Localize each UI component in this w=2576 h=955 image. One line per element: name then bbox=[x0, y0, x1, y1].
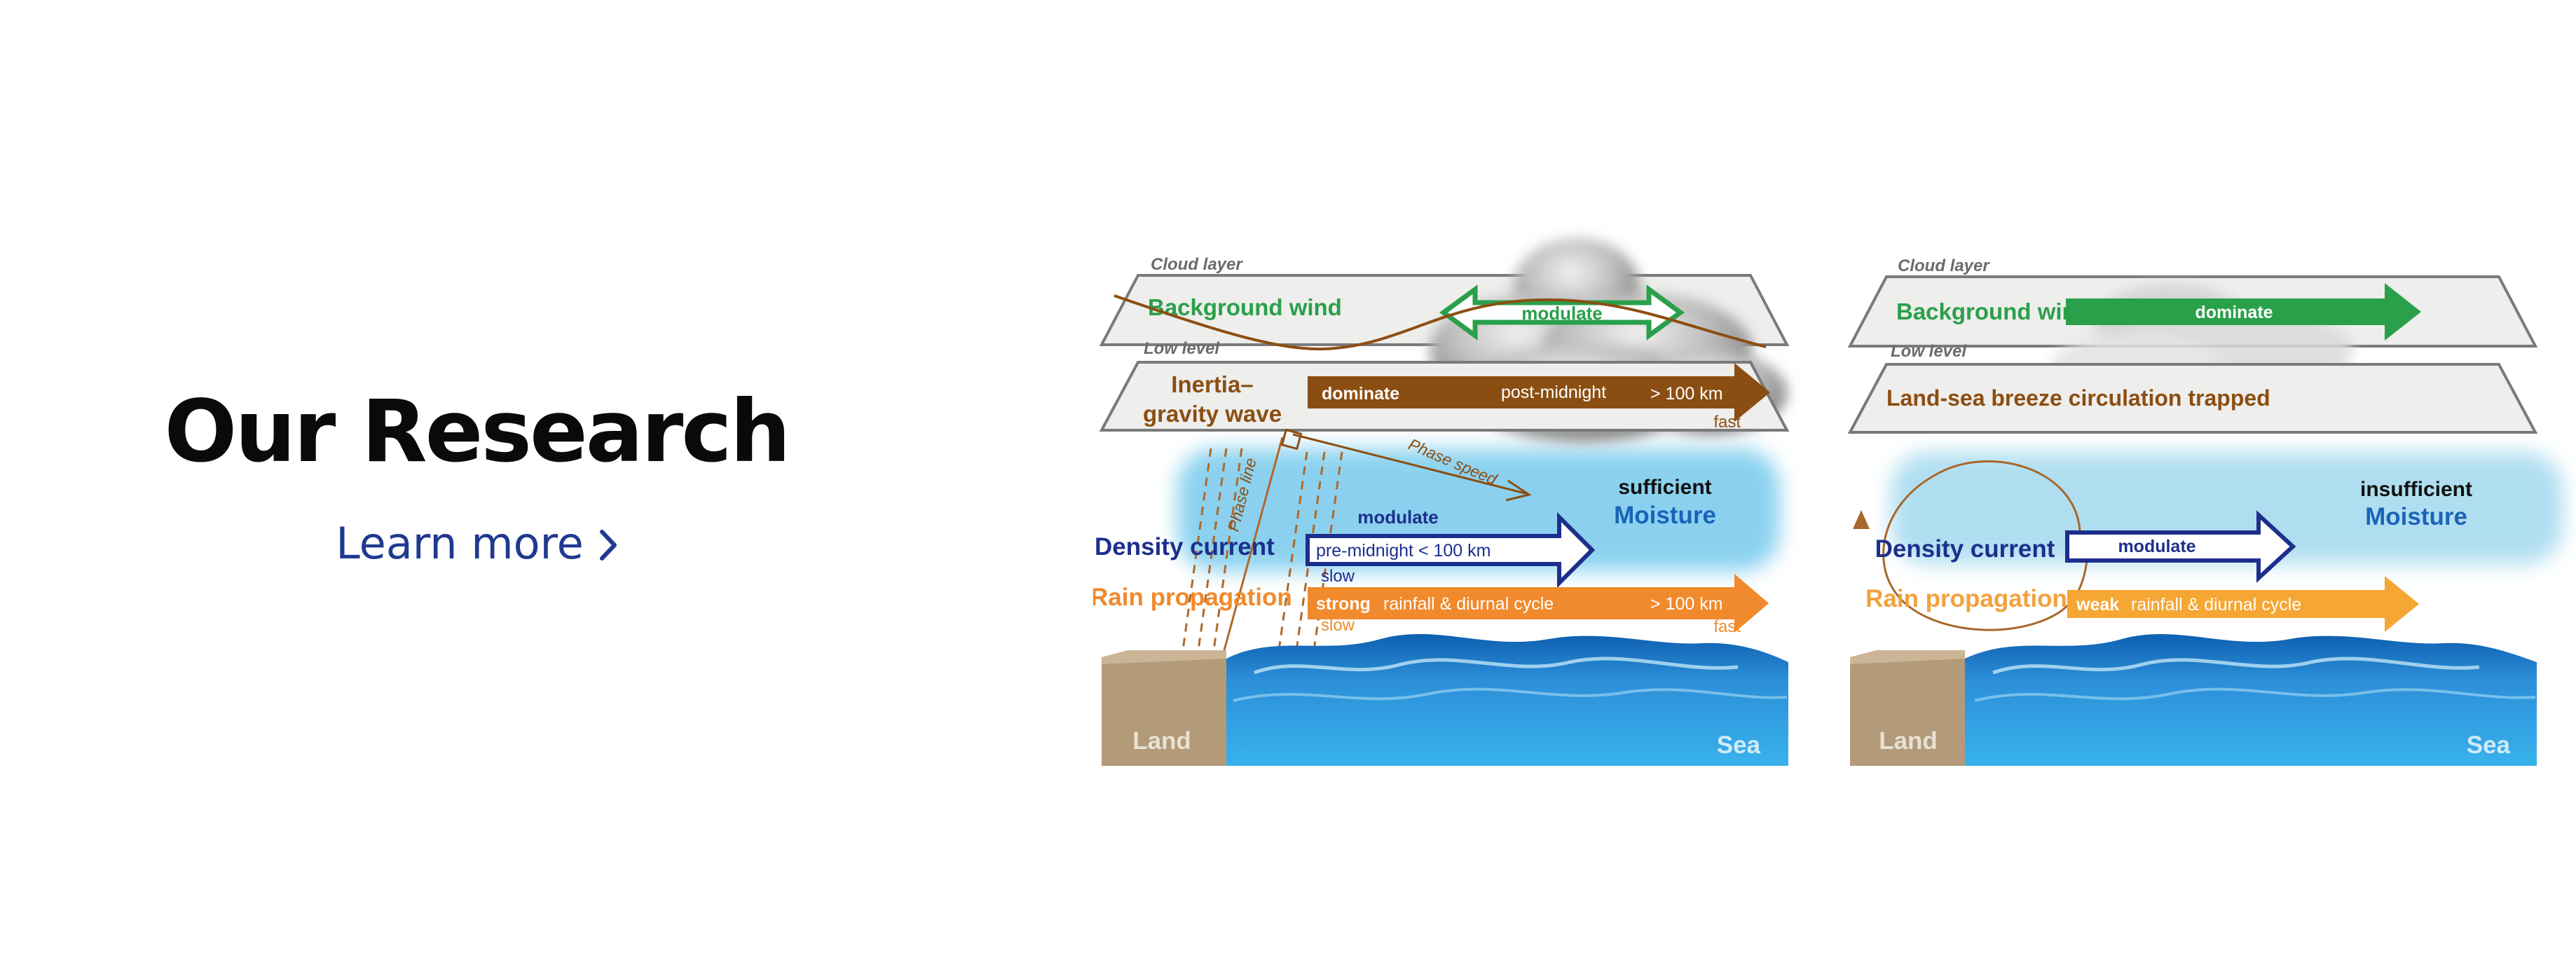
sea-block: Sea bbox=[1965, 633, 2537, 766]
igw-fast-label: fast bbox=[1713, 413, 1741, 432]
moisture-state-label: sufficient bbox=[1618, 476, 1711, 499]
moisture-label: Moisture bbox=[1614, 502, 1716, 529]
phase-speed-arrow bbox=[1292, 433, 1528, 495]
panel-left: Cloud layer Background wind modulate Low… bbox=[1093, 238, 1790, 766]
land-block: Land bbox=[1102, 650, 1226, 766]
chevron-right-icon bbox=[599, 525, 617, 568]
moisture-label: Moisture bbox=[2365, 503, 2467, 530]
hero-section: Our Research Learn more bbox=[0, 0, 953, 955]
sea-label: Sea bbox=[1717, 731, 1761, 759]
moisture-band bbox=[1891, 452, 2563, 564]
rain-propagation-label: Rain propagation bbox=[1093, 584, 1292, 611]
panel-right: Cloud layer Background wind dominate Low… bbox=[1847, 256, 2563, 766]
igw-dominate-arrow: dominate post-midnight > 100 km bbox=[1308, 363, 1770, 422]
rain-arrow-text: rainfall & diurnal cycle bbox=[2131, 595, 2301, 614]
density-current-label: Density current bbox=[1095, 533, 1275, 561]
igw-post-midnight-text: post-midnight bbox=[1501, 383, 1606, 402]
learn-more-link[interactable]: Learn more bbox=[0, 522, 953, 568]
igw-km-text: > 100 km bbox=[1650, 384, 1723, 404]
rain-propagation-label: Rain propagation bbox=[1865, 585, 2067, 612]
right-angle-marker bbox=[1280, 428, 1303, 451]
page-title: Our Research bbox=[164, 382, 791, 481]
igw-label-line1: Inertia– bbox=[1171, 371, 1253, 397]
land-block: Land bbox=[1850, 650, 1965, 766]
phase-speed-arrowhead bbox=[1505, 479, 1532, 502]
wind-arrow-label: dominate bbox=[2195, 303, 2273, 322]
low-level-label: Low level bbox=[1144, 339, 1220, 358]
density-current-arrow: pre-midnight < 100 km bbox=[1306, 511, 1596, 589]
research-diagram: Cloud layer Background wind modulate Low… bbox=[1093, 238, 2563, 766]
sea-label: Sea bbox=[2467, 731, 2511, 759]
sea-block: Sea bbox=[1226, 633, 1788, 766]
land-label: Land bbox=[1132, 727, 1191, 755]
rain-slow-label: slow bbox=[1321, 616, 1355, 635]
igw-dominate-text: dominate bbox=[1322, 384, 1399, 404]
circulation-loop bbox=[1882, 460, 2088, 631]
rain-weak-text: weak bbox=[2076, 595, 2119, 614]
gravity-wave-curve bbox=[1114, 294, 1767, 351]
rain-arrow-text: rainfall & diurnal cycle bbox=[1383, 594, 1554, 614]
rain-propagation-arrow: weak rainfall & diurnal cycle bbox=[2067, 576, 2419, 632]
density-current-arrow: modulate bbox=[2065, 510, 2296, 583]
low-level-plane bbox=[1847, 363, 2538, 434]
rain-fast-label: fast bbox=[1713, 617, 1741, 636]
igw-label-line2: gravity wave bbox=[1143, 401, 1282, 427]
learn-more-label: Learn more bbox=[336, 518, 584, 569]
modulate-double-arrow: modulate bbox=[1439, 284, 1685, 341]
moisture-state-label: insufficient bbox=[2360, 478, 2472, 501]
density-slow-label: slow bbox=[1321, 567, 1355, 586]
rain-km-text: > 100 km bbox=[1650, 594, 1723, 614]
low-level-label: Low level bbox=[1891, 342, 1967, 361]
rain-propagation-arrow: strong rainfall & diurnal cycle > 100 km bbox=[1308, 574, 1769, 633]
cloud-layer-label: Cloud layer bbox=[1151, 255, 1243, 274]
background-wind-label: Background wind bbox=[1896, 298, 2090, 324]
circulation-arrowhead-top bbox=[1853, 510, 1870, 529]
density-modulate-label: modulate bbox=[2118, 537, 2195, 556]
cloud-layer-label: Cloud layer bbox=[1898, 256, 1990, 275]
dominate-arrow: dominate bbox=[2066, 283, 2421, 341]
density-current-label: Density current bbox=[1875, 535, 2055, 563]
wind-arrow-label: modulate bbox=[1521, 303, 1603, 324]
density-arrow-text: pre-midnight < 100 km bbox=[1316, 541, 1491, 561]
land-label: Land bbox=[1879, 727, 1938, 755]
rain-strong-text: strong bbox=[1316, 594, 1371, 614]
density-modulate-label: modulate bbox=[1357, 507, 1439, 528]
background-wind-label: Background wind bbox=[1148, 294, 1342, 320]
land-sea-breeze-label: Land-sea breeze circulation trapped bbox=[1886, 385, 2270, 411]
